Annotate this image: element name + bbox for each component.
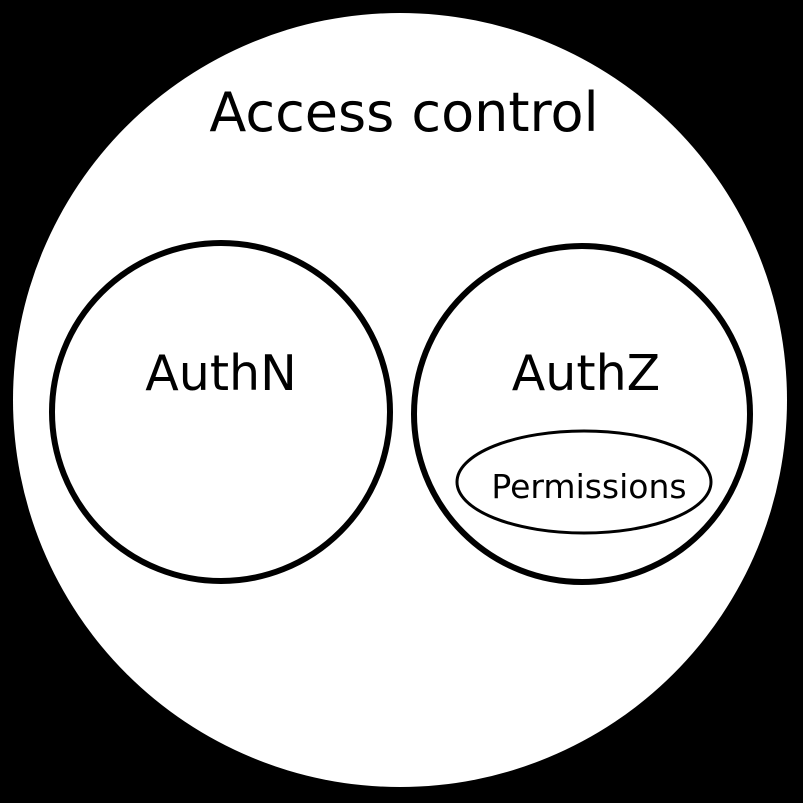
outer-set-circle-access-control[interactable] (13, 13, 787, 787)
nested-set-ellipse-permissions[interactable] (455, 429, 713, 535)
outer-set-label-access-control: Access control (209, 81, 598, 144)
set-label-authn: AuthN (145, 345, 297, 402)
set-circle-authn[interactable] (49, 240, 393, 584)
nested-set-label-permissions: Permissions (491, 467, 686, 506)
set-label-authz: AuthZ (512, 345, 660, 402)
